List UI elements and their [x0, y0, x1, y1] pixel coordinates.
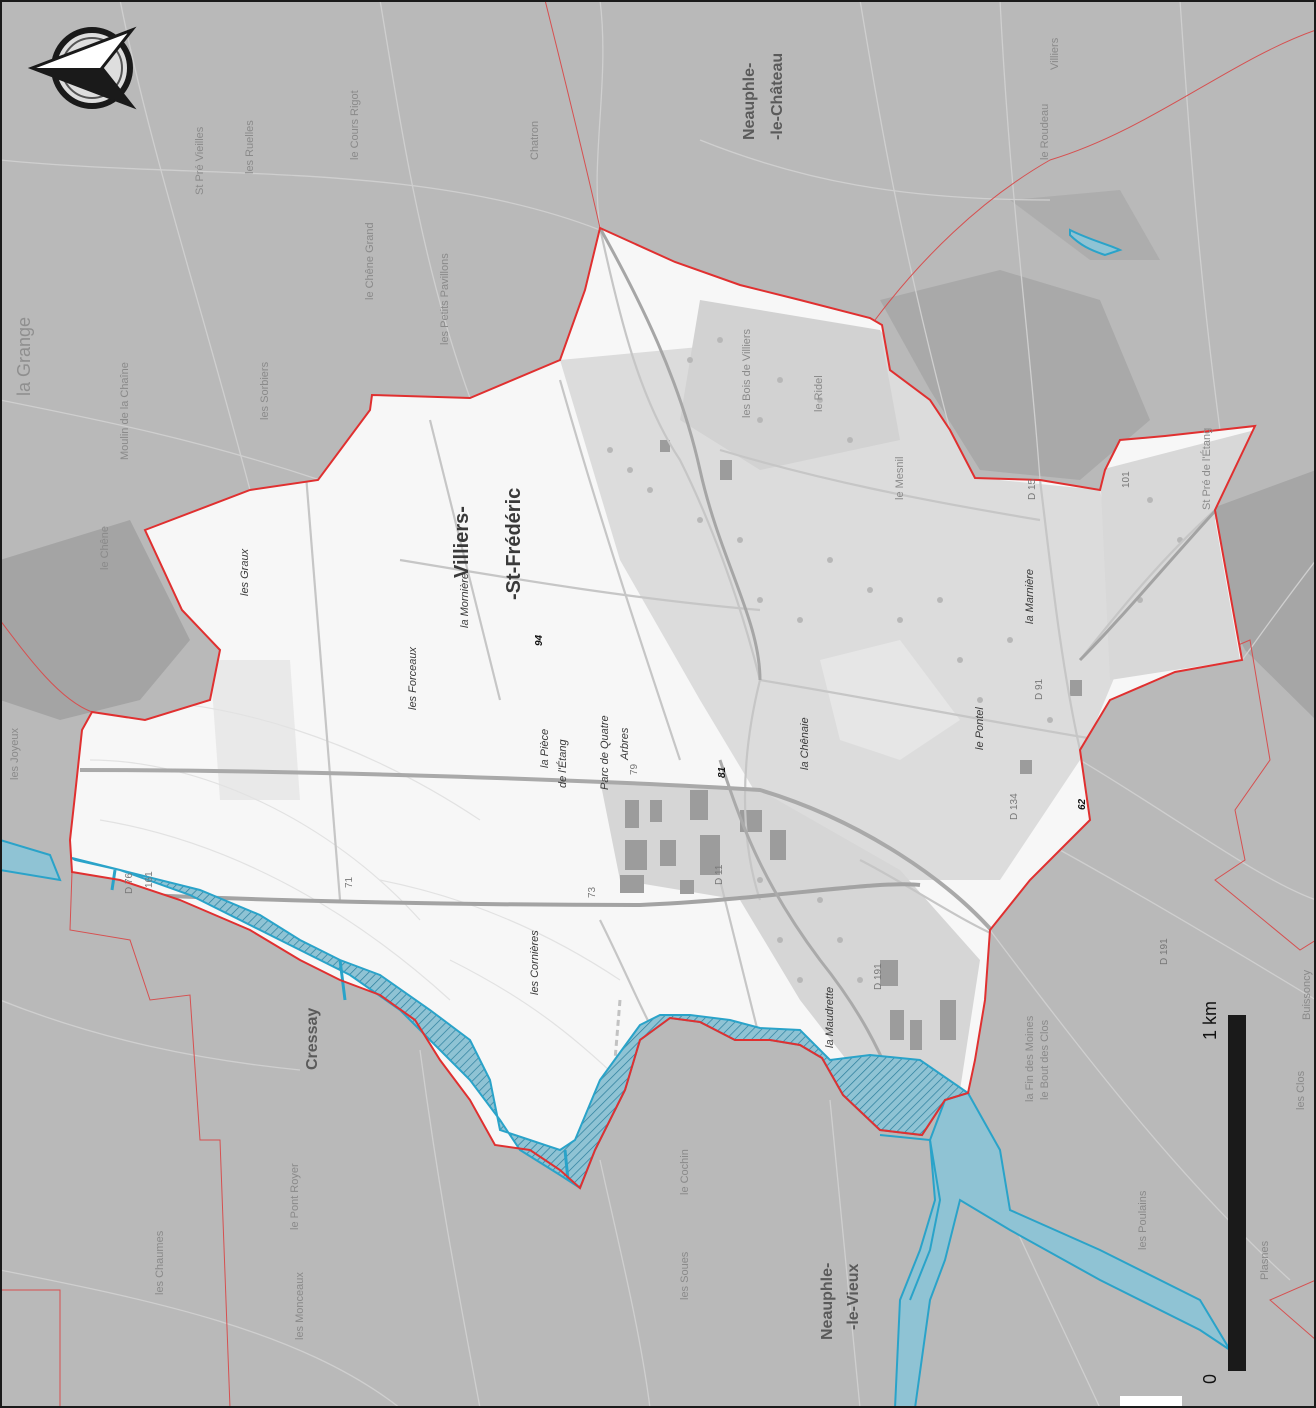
road-label: D 76	[124, 872, 135, 894]
woodland-patch	[880, 270, 1150, 480]
locality-label: le Chêne Grand	[364, 222, 376, 300]
locality-label: les Chaumes	[154, 1230, 166, 1295]
spot-height: 81	[717, 766, 728, 778]
locality-label: la Grange	[14, 316, 34, 396]
locality-label: la Mornière	[459, 572, 471, 628]
commune-boundary	[68, 226, 1257, 1190]
spot-height: 161	[144, 871, 155, 888]
spot-height: 101	[1121, 471, 1132, 488]
locality-label: les Sorbiers	[259, 361, 271, 420]
road-label: D 15	[1027, 478, 1038, 500]
spot-height: 62	[1077, 798, 1088, 810]
locality-label: le Mesnil	[894, 456, 906, 500]
spot-height: 79	[629, 763, 640, 775]
locality-label: le Pont Royer	[289, 1163, 301, 1230]
locality-label: les Graux	[239, 548, 251, 596]
spot-height: 71	[344, 876, 355, 888]
locality-label: la Pièce	[539, 728, 551, 768]
locality-label: les Cornières	[529, 930, 541, 995]
spot-height: 94	[534, 634, 545, 646]
road-label: D 134	[1009, 793, 1020, 820]
locality-label: la Maudrette	[824, 986, 836, 1048]
spot-height: 73	[587, 886, 598, 898]
town-neauphle-vieux-1: Neauphle-	[819, 1262, 836, 1340]
locality-label: les Petits Pavillons	[439, 253, 451, 345]
compass-icon	[27, 26, 137, 110]
town-neauphle-chateau-2: -le-Château	[769, 52, 786, 140]
locality-label: les Ruelles	[244, 120, 256, 174]
locality-label: le Chêne	[99, 525, 111, 570]
locality-label: les Joyeux	[9, 728, 21, 780]
scale-bar	[1228, 1015, 1246, 1371]
locality-label: les Soues	[679, 1251, 691, 1300]
locality-label: le Roudeau	[1039, 103, 1051, 160]
locality-label: les Bois de Villiers	[741, 328, 753, 418]
road-label: D 191	[873, 963, 884, 990]
locality-label: Plasnes	[1259, 1240, 1271, 1280]
locality-label: le Cochin	[679, 1149, 691, 1195]
locality-label: Arbres	[619, 727, 631, 760]
locality-label: Villiers	[1049, 37, 1061, 70]
commune-label-line1: Villiers-	[451, 506, 473, 578]
locality-label: les Monceaux	[294, 1272, 306, 1340]
commune-label-line2: -St-Frédéric	[503, 487, 525, 600]
locality-label: le Ridel	[813, 375, 825, 412]
locality-label: le Bout des Clos	[1039, 1019, 1051, 1100]
woodland-patch	[1010, 190, 1160, 260]
scale-start-label: 0	[1200, 1373, 1220, 1384]
locality-label: la Fin des Moines	[1024, 1015, 1036, 1102]
locality-label: Buissoncy	[1301, 969, 1313, 1020]
locality-label: St Pré de l'Étang	[1201, 427, 1213, 510]
corner-patch	[1120, 1396, 1182, 1408]
town-neauphle-vieux-2: -le-Vieux	[845, 1263, 862, 1330]
locality-label: de l'Étang	[557, 739, 569, 788]
town-cressay: Cressay	[304, 1007, 321, 1070]
locality-label: les Clos	[1295, 1070, 1307, 1110]
locality-label: Moulin de la Chaîne	[119, 362, 131, 460]
locality-label: la Chênaie	[799, 717, 811, 770]
locality-label: les Poulains	[1137, 1190, 1149, 1250]
locality-label: le Cours Rigot	[349, 90, 361, 160]
road-label: D 91	[1034, 678, 1045, 700]
locality-label: Chatron	[529, 120, 541, 160]
road-label: D 11	[714, 864, 725, 885]
locality-label: le Pontel	[974, 707, 986, 750]
locality-label: St Pré Vieilles	[194, 126, 206, 195]
locality-label: la Marnière	[1024, 568, 1036, 624]
town-neauphle-chateau-1: Neauphle-	[741, 62, 758, 140]
woodland-patch	[0, 520, 190, 720]
scale-end-label: 1 km	[1200, 1000, 1220, 1040]
locality-label: les Forceaux	[407, 647, 419, 710]
road-label: D 191	[1159, 938, 1170, 965]
locality-label: Parc de Quatre	[599, 715, 611, 790]
